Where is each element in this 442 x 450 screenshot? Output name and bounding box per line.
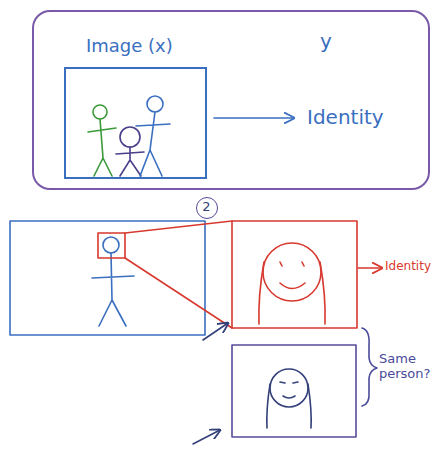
image-box: Image (x) — [64, 67, 207, 179]
stick-figure — [116, 127, 144, 176]
zoom-line — [125, 221, 232, 233]
stick-figure — [88, 105, 116, 176]
pointer-arrow — [193, 430, 220, 444]
face-drawing — [267, 369, 311, 428]
step-circle: 2 — [196, 197, 218, 219]
input-heading: Image (x) — [86, 36, 173, 57]
face-drawing — [259, 243, 325, 324]
arrow — [214, 117, 294, 119]
arrow — [358, 267, 382, 269]
face-image — [232, 345, 356, 437]
stick-figure — [136, 96, 170, 176]
photo-frame — [10, 221, 205, 335]
bracket — [362, 328, 377, 406]
face-crop — [98, 233, 125, 258]
pointer-arrow — [203, 323, 228, 340]
face-image — [232, 221, 357, 328]
question-label: Same person? — [379, 352, 439, 382]
output-text: Identity — [307, 106, 384, 129]
output-label: Identity — [385, 260, 431, 274]
model-frame: Image (x) yIdentity — [32, 10, 430, 190]
zoom-line — [125, 258, 232, 328]
step-number: 2 — [202, 200, 210, 215]
output-symbol: y — [320, 30, 332, 53]
